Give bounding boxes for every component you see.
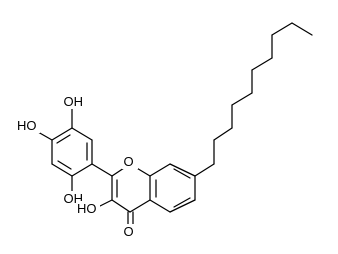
carbonyl-oxygen-label: O: [124, 224, 134, 239]
decyl-chain: [194, 22, 313, 177]
benzo-ring: [149, 163, 196, 213]
carbonyl-bond: [127, 211, 134, 227]
ho-left-bond: [37, 131, 53, 141]
trihydroxyphenyl-ring: [51, 127, 93, 177]
ring-oxygen-label: O: [124, 154, 134, 169]
ho-left-label: HO: [17, 118, 37, 133]
pyranone-ring: [111, 163, 151, 213]
atom-labels: O OH HO OH HO O: [16, 94, 138, 239]
ho-3-label: HO: [77, 201, 97, 216]
aryl-link-bond: [91, 163, 113, 177]
oh-top-label: OH: [64, 94, 84, 109]
